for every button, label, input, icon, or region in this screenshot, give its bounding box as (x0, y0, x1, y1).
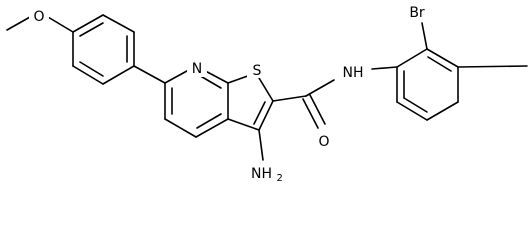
bond-bromo (421, 22, 428, 50)
bromomethylphenyl-ring (396, 48, 459, 121)
atom-bromine: Br (409, 5, 425, 21)
atom-pyridine-nitrogen: N (192, 61, 202, 77)
atom-methoxy-oxygen: O (33, 9, 44, 25)
atom-amide-nitrogen: NH (343, 65, 364, 81)
bond-amino (258, 129, 264, 161)
structure-svg: O N S NH O Br NH 2 (6, 5, 528, 184)
atom-amino-nitrogen: NH 2 (251, 166, 283, 184)
bond-nh-aryl (371, 66, 398, 70)
atom-thiophene-sulfur: S (253, 63, 262, 79)
pyridine-ring (164, 65, 229, 138)
molecule-diagram: O N S NH O Br NH 2 (6, 5, 528, 184)
amino-label: NH (251, 166, 272, 182)
bond-aryl-pyridine (133, 65, 166, 84)
bond-o-aryl (47, 16, 74, 33)
amino-subscript: 2 (276, 173, 282, 184)
amide-group (272, 79, 335, 129)
bond-methyl-o (6, 16, 31, 31)
thiophene-ring (227, 72, 274, 131)
bond-methyl (457, 65, 528, 68)
atom-carbonyl-oxygen: O (318, 134, 329, 150)
methoxyphenyl-ring (72, 14, 135, 85)
